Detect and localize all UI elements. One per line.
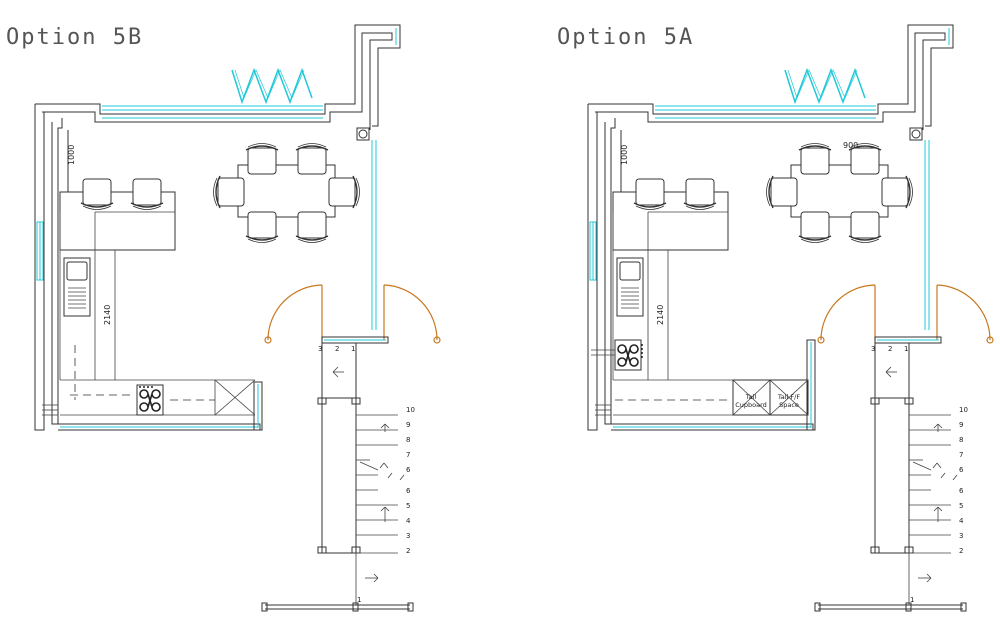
dim-2140: 2140 xyxy=(656,305,665,325)
glazing xyxy=(102,28,397,330)
cupboard-label: Tall xyxy=(745,393,757,401)
cupboard-label: Cupboard xyxy=(735,401,767,409)
doors xyxy=(817,284,994,344)
svg-text:5: 5 xyxy=(406,502,410,510)
dim-1000: 1000 xyxy=(67,145,76,165)
fridge-label: Space xyxy=(779,401,799,409)
svg-text:10: 10 xyxy=(406,406,415,414)
svg-text:1: 1 xyxy=(351,345,355,353)
svg-text:1: 1 xyxy=(910,596,914,604)
svg-text:6: 6 xyxy=(406,487,411,495)
svg-text:6: 6 xyxy=(406,466,411,474)
svg-text:8: 8 xyxy=(406,436,410,444)
dining-table xyxy=(212,142,361,244)
svg-text:4: 4 xyxy=(406,517,411,525)
svg-text:7: 7 xyxy=(406,451,410,459)
svg-text:2: 2 xyxy=(335,345,339,353)
glazing xyxy=(655,28,950,330)
stair-numbers: 10 9 8 7 6 6 5 4 3 2 1 3 2 1 xyxy=(318,345,415,604)
dim-1000: 1000 xyxy=(620,145,629,165)
svg-text:9: 9 xyxy=(406,421,410,429)
svg-text:1: 1 xyxy=(904,345,908,353)
dim-2140: 2140 xyxy=(103,305,112,325)
stairs xyxy=(814,342,967,612)
stairs xyxy=(261,342,414,612)
stair-numbers: 10 9 8 7 6 6 5 4 3 2 1 3 2 1 xyxy=(871,345,968,604)
walls xyxy=(34,24,401,431)
kitchen xyxy=(42,130,256,416)
svg-text:3: 3 xyxy=(959,532,963,540)
svg-text:2: 2 xyxy=(406,547,410,555)
svg-text:2: 2 xyxy=(959,547,963,555)
kitchen: Tall Cupboard Tall F/F Space xyxy=(591,130,809,416)
fridge-label: Tall F/F xyxy=(777,393,800,401)
svg-text:2: 2 xyxy=(888,345,892,353)
svg-text:10: 10 xyxy=(959,406,968,414)
svg-text:9: 9 xyxy=(959,421,963,429)
svg-text:6: 6 xyxy=(959,466,964,474)
walls xyxy=(587,24,954,431)
plan-option-5b: Option 5B xyxy=(6,24,441,612)
dining-table xyxy=(765,142,914,244)
svg-text:4: 4 xyxy=(959,517,964,525)
doors xyxy=(264,284,441,344)
plan-option-5a: Option 5A xyxy=(557,24,994,612)
svg-text:7: 7 xyxy=(959,451,963,459)
plan-title: Option 5A xyxy=(557,25,694,50)
svg-text:3: 3 xyxy=(318,345,322,353)
plan-title: Option 5B xyxy=(6,25,143,50)
svg-text:3: 3 xyxy=(406,532,410,540)
svg-text:6: 6 xyxy=(959,487,964,495)
svg-text:1: 1 xyxy=(357,596,361,604)
svg-text:3: 3 xyxy=(871,345,875,353)
dim-900: 900 xyxy=(843,141,858,150)
svg-text:5: 5 xyxy=(959,502,963,510)
svg-text:8: 8 xyxy=(959,436,963,444)
